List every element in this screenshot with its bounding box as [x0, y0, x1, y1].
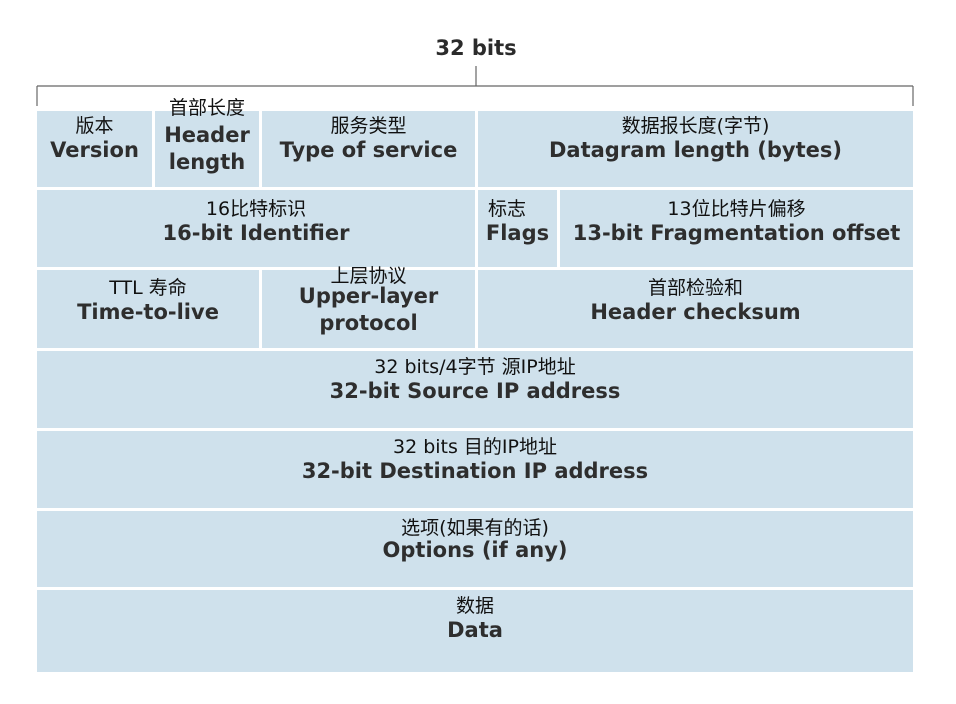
version-en-label: Version [50, 138, 139, 162]
options-field: 选项(如果有的话) Options (if any) [37, 511, 913, 587]
fragment-offset-zh-label: 13位比特片偏移 [667, 198, 806, 220]
version-field: 版本 Version [37, 111, 152, 187]
datagram-length-en-label: Datagram length (bytes) [549, 138, 842, 162]
options-en-label: Options (if any) [382, 538, 568, 562]
upper-layer-protocol-field: 上层协议 Upper-layer protocol [262, 265, 475, 348]
header-length-en-label-line2: length [168, 150, 246, 174]
identifier-field: 16比特标识 16-bit Identifier [37, 190, 475, 267]
identifier-zh-label: 16比特标识 [205, 198, 307, 220]
source-ip-field: 32 bits/4字节 源IP地址 32-bit Source IP addre… [37, 351, 913, 428]
ttl-en-label: Time-to-live [77, 300, 219, 324]
data-field: 数据 Data [37, 590, 913, 672]
upper-layer-protocol-en-label-line1: Upper-layer [298, 284, 439, 308]
header-checksum-field: 首部检验和 Header checksum [478, 270, 913, 348]
header-length-zh-label: 首部长度 [168, 97, 245, 119]
version-zh-label: 版本 [75, 115, 114, 137]
type-of-service-en-label: Type of service [279, 138, 458, 162]
type-of-service-zh-label: 服务类型 [330, 115, 407, 137]
flags-field: 标志 Flags [478, 190, 557, 267]
datagram-length-field: 数据报长度(字节) Datagram length (bytes) [478, 111, 913, 187]
upper-layer-protocol-zh-label: 上层协议 [330, 265, 407, 287]
flags-zh-label: 标志 [488, 198, 527, 220]
type-of-service-field: 服务类型 Type of service [262, 111, 475, 187]
ttl-zh-label: TTL 寿命 [109, 277, 187, 299]
source-ip-zh-label: 32 bits/4字节 源IP地址 [374, 356, 576, 378]
datagram-length-zh-label: 数据报长度(字节) [621, 115, 770, 137]
ttl-field: TTL 寿命 Time-to-live [37, 270, 259, 348]
header-checksum-en-label: Header checksum [590, 300, 801, 324]
destination-ip-field: 32 bits 目的IP地址 32-bit Destination IP add… [37, 431, 913, 508]
upper-layer-protocol-en-label-line2: protocol [319, 311, 418, 335]
flags-en-label: Flags [485, 221, 550, 245]
identifier-en-label: 16-bit Identifier [162, 221, 350, 245]
destination-ip-en-label: 32-bit Destination IP address [301, 459, 649, 483]
data-en-label: Data [447, 618, 503, 642]
fragment-offset-en-label: 13-bit Fragmentation offset [572, 221, 901, 245]
options-zh-label: 选项(如果有的话) [401, 517, 549, 539]
source-ip-en-label: 32-bit Source IP address [329, 379, 621, 403]
width-label: 32 bits [435, 36, 517, 60]
header-checksum-zh-label: 首部检验和 [647, 277, 743, 299]
data-zh-label: 数据 [455, 595, 494, 617]
destination-ip-zh-label: 32 bits 目的IP地址 [392, 436, 557, 458]
header-length-en-label-line1: Header [164, 123, 250, 147]
header-length-field: 首部长度 Header length [155, 97, 259, 187]
fragment-offset-field: 13位比特片偏移 13-bit Fragmentation offset [560, 190, 913, 267]
